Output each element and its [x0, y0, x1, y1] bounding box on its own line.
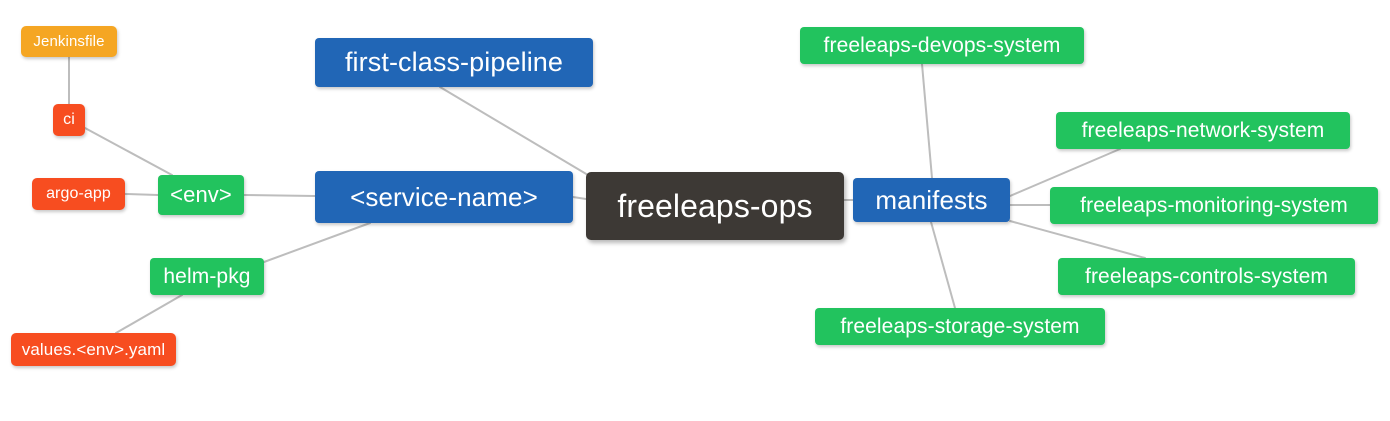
mindmap-node-values-env-yaml[interactable]: values.<env>.yaml: [11, 333, 176, 366]
edge-helm-pkg-to-values-env-yaml: [115, 294, 183, 334]
node-label: helm-pkg: [163, 265, 251, 288]
edge-manifests-to-freeleaps-devops-system: [921, 63, 933, 179]
edge-env-to-ci: [84, 127, 173, 176]
node-label: values.<env>.yaml: [21, 340, 166, 359]
edge-manifests-to-freeleaps-network-system: [1009, 148, 1121, 197]
node-label: Jenkinsfile: [33, 33, 105, 50]
mindmap-node-manifests[interactable]: manifests: [853, 178, 1010, 222]
node-label: manifests: [875, 185, 988, 215]
node-label: ci: [63, 111, 75, 128]
mindmap-node-freeleaps-controls-system[interactable]: freeleaps-controls-system: [1058, 258, 1355, 295]
edge-service-name-to-env: [243, 194, 316, 197]
edge-freeleaps-ops-to-first-class-pipeline: [439, 86, 594, 179]
mindmap-node-freeleaps-storage-system[interactable]: freeleaps-storage-system: [815, 308, 1105, 345]
mindmap-node-ci[interactable]: ci: [53, 104, 85, 136]
mindmap-node-env[interactable]: <env>: [158, 175, 244, 215]
mindmap-node-jenkinsfile[interactable]: Jenkinsfile: [21, 26, 117, 57]
node-label: freeleaps-ops: [617, 188, 813, 224]
mindmap-node-freeleaps-network-system[interactable]: freeleaps-network-system: [1056, 112, 1350, 149]
edge-manifests-to-freeleaps-controls-system: [1009, 220, 1146, 259]
node-label: argo-app: [46, 185, 111, 202]
mindmap-node-helm-pkg[interactable]: helm-pkg: [150, 258, 264, 295]
mindmap-node-first-class-pipeline[interactable]: first-class-pipeline: [315, 38, 593, 87]
node-label: freeleaps-storage-system: [840, 315, 1080, 338]
node-label: freeleaps-monitoring-system: [1080, 194, 1348, 217]
edge-service-name-to-helm-pkg: [263, 222, 371, 263]
mindmap-node-service-name[interactable]: <service-name>: [315, 171, 573, 223]
node-label: freeleaps-devops-system: [823, 34, 1061, 57]
node-label: first-class-pipeline: [344, 47, 564, 77]
edge-manifests-to-freeleaps-storage-system: [930, 221, 956, 309]
edge-env-to-argo-app: [124, 193, 159, 196]
node-label: <env>: [170, 182, 232, 207]
node-label: <service-name>: [350, 182, 538, 212]
node-label: freeleaps-network-system: [1081, 119, 1325, 142]
mindmap-node-argo-app[interactable]: argo-app: [32, 178, 125, 210]
mindmap-node-freeleaps-devops-system[interactable]: freeleaps-devops-system: [800, 27, 1084, 64]
node-label: freeleaps-controls-system: [1085, 265, 1328, 288]
edge-freeleaps-ops-to-service-name: [572, 196, 587, 200]
mindmap-node-freeleaps-monitoring-system[interactable]: freeleaps-monitoring-system: [1050, 187, 1378, 224]
mindmap-node-freeleaps-ops[interactable]: freeleaps-ops: [586, 172, 844, 240]
